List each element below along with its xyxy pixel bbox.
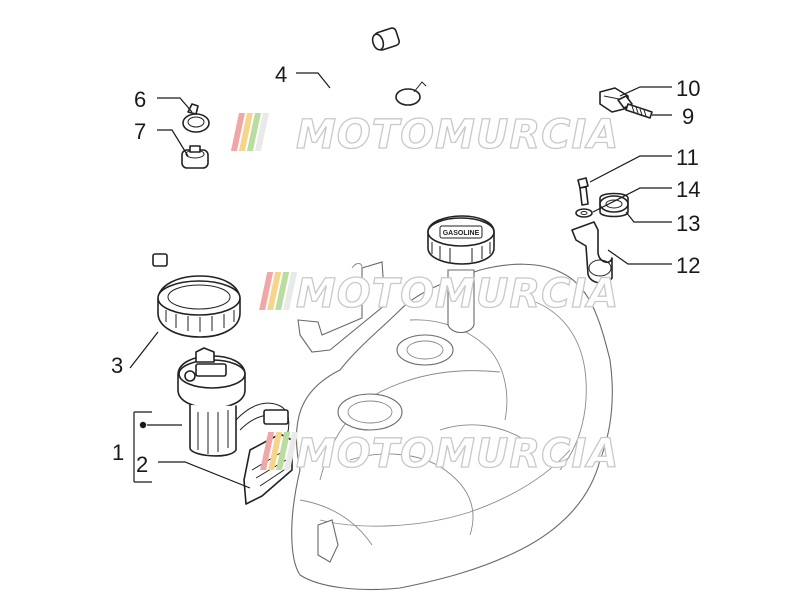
callout-13: 13 <box>676 211 700 236</box>
breather-hose <box>109 17 456 321</box>
hose-clamp-7 <box>181 145 209 169</box>
hose-clamp-6 <box>182 103 210 133</box>
callout-6: 6 <box>134 87 146 112</box>
bolt-11 <box>577 177 589 206</box>
callout-9: 9 <box>682 104 694 129</box>
callout-10: 10 <box>676 76 700 101</box>
watermark-text: MOTOMURCIA <box>296 431 619 477</box>
watermark-top: MOTOMURCIA <box>230 111 619 159</box>
gas-cap: GASOLINE <box>427 215 495 265</box>
bracket-12 <box>571 221 613 284</box>
watermark-text: MOTOMURCIA <box>296 112 619 158</box>
callout-2: 2 <box>136 452 148 477</box>
washer-14 <box>575 208 593 218</box>
callout-14: 14 <box>676 177 700 202</box>
leader-lines <box>129 72 672 489</box>
fuel-tank <box>291 261 613 591</box>
watermark-bottom: MOTOMURCIA <box>260 430 619 478</box>
callout-11: 11 <box>676 145 699 170</box>
callout-4: 4 <box>275 62 287 87</box>
watermark-text: MOTOMURCIA <box>296 271 619 317</box>
callout-1: 1 <box>112 440 124 465</box>
callout-labels: 1 2 3 4 6 7 9 10 11 12 13 14 <box>111 62 700 477</box>
callout-7: 7 <box>134 119 146 144</box>
callout-12: 12 <box>676 253 700 278</box>
gas-cap-label: GASOLINE <box>443 230 480 237</box>
screw-9 <box>617 95 653 119</box>
watermark-middle: MOTOMURCIA <box>259 270 619 318</box>
rubber-sleeve-13 <box>599 192 629 218</box>
ring-nut <box>157 275 241 338</box>
fuel-pump-assembly <box>177 347 293 505</box>
callout-3: 3 <box>111 353 123 378</box>
